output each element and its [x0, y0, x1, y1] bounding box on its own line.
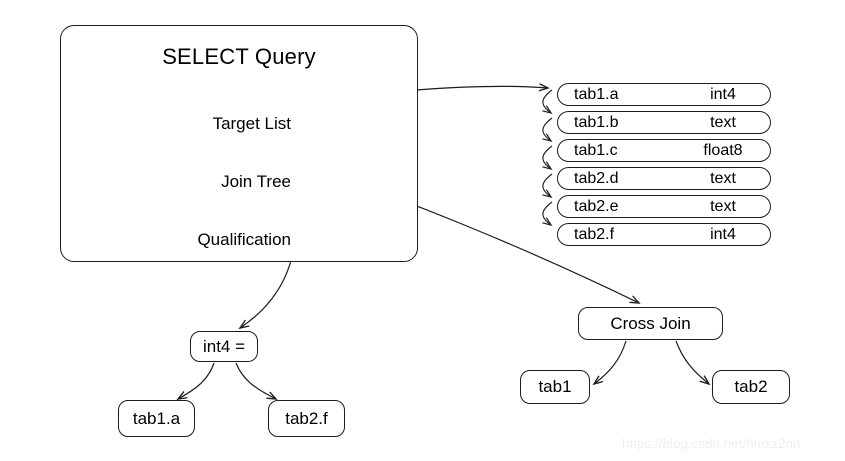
target-entry-name: tab1.c: [574, 141, 618, 159]
edge-entry-1-to-2: [543, 89, 552, 113]
target-entry-type: text: [710, 197, 736, 215]
edge-entry-2-to-3: [543, 117, 552, 141]
target-entry-name: tab2.f: [574, 225, 615, 243]
join-tree-right-relation-node: tab2: [712, 370, 790, 404]
edge-cross-join-to-right-relation: [675, 340, 709, 384]
target-entry-name: tab2.e: [574, 197, 619, 215]
target-entry-type: text: [710, 169, 736, 187]
label-join-tree: Join Tree: [221, 172, 291, 191]
page-title: SELECT Query: [162, 44, 316, 69]
target-entry-type: int4: [710, 225, 736, 243]
target-entry-type: float8: [703, 141, 743, 159]
target-list-row: tab1.b text: [557, 111, 771, 134]
target-list-row: tab1.a int4: [557, 83, 771, 106]
target-entry-name: tab1.b: [574, 113, 619, 131]
watermark: https://blog.csdn.net/hmxz2nn: [622, 436, 801, 451]
edge-cross-join-to-left-relation: [594, 340, 627, 384]
label-qualification: Qualification: [197, 230, 291, 249]
join-tree-left-relation-node: tab1: [520, 370, 590, 404]
edge-entry-4-to-5: [543, 173, 552, 197]
target-list-row: tab2.e text: [557, 195, 771, 218]
qualification-right-operand-node: tab2.f: [268, 400, 345, 437]
join-tree-cross-join-node: Cross Join: [578, 307, 723, 340]
target-list-row: tab1.c float8: [557, 139, 771, 162]
edge-entry-5-to-6: [543, 201, 552, 225]
label-target-list: Target List: [212, 114, 291, 133]
target-entry-name: tab2.d: [574, 169, 619, 187]
target-list-row: tab2.d text: [557, 167, 771, 190]
target-list-row: tab2.f int4: [557, 223, 771, 246]
qualification-operator-node: int4 =: [190, 331, 258, 362]
edge-operator-to-left-operand: [178, 362, 215, 399]
qualification-left-operand-node: tab1.a: [118, 400, 195, 437]
target-entry-type: int4: [710, 85, 736, 103]
target-entry-type: text: [710, 113, 736, 131]
select-query-box: SELECT Query Target List Join Tree Quali…: [60, 25, 418, 262]
edge-operator-to-right-operand: [235, 362, 276, 399]
edge-entry-3-to-4: [543, 145, 552, 169]
target-entry-name: tab1.a: [574, 85, 619, 103]
